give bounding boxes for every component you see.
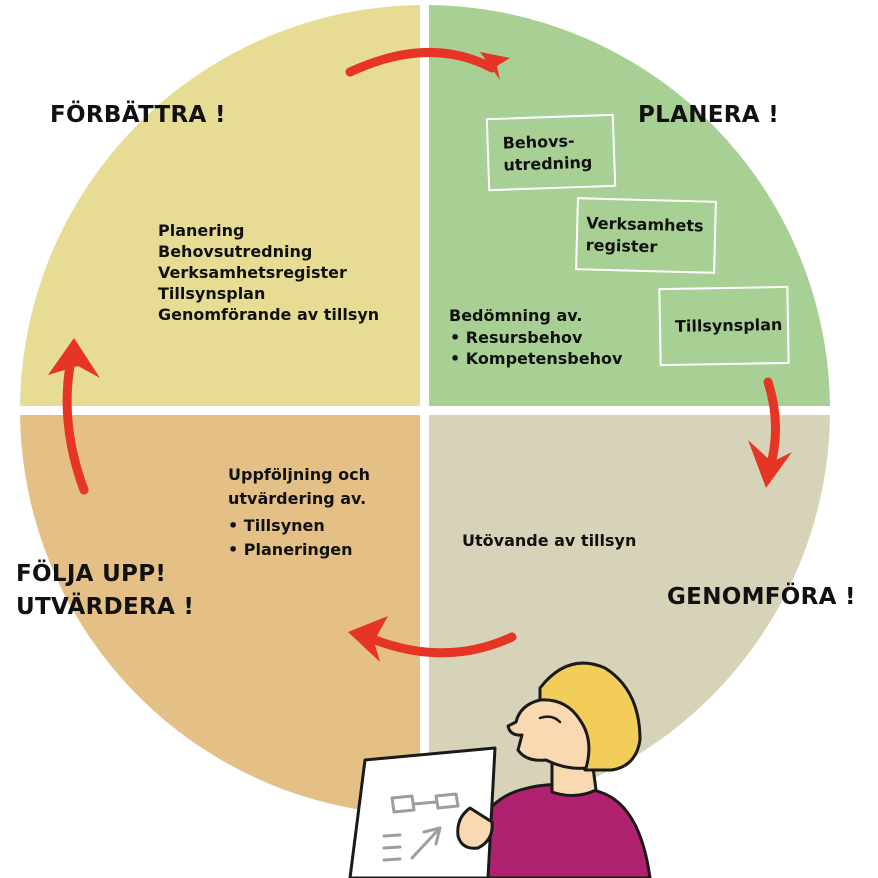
list-item: Tillsynen	[228, 514, 353, 538]
arrow-right-icon	[748, 377, 792, 488]
folja-upp-title-1: FÖLJA UPP!	[16, 561, 167, 587]
genomfora-text: Utövande av tillsyn	[462, 531, 637, 550]
arrow-bottom-icon	[348, 616, 517, 662]
divider-vertical	[420, 5, 429, 815]
box-verksamhetsregister: Verksamhets register	[575, 197, 717, 274]
quadrant-forbattra	[20, 5, 425, 410]
planera-assessment-list: Resursbehov Kompetensbehov	[450, 327, 623, 369]
folja-upp-title-2: UTVÄRDERA !	[16, 594, 195, 620]
forbattra-title: FÖRBÄTTRA !	[50, 102, 226, 128]
folja-upp-heading-2: utvärdering av.	[228, 489, 367, 508]
divider-horizontal	[20, 406, 830, 415]
planera-assessment-heading: Bedömning av.	[449, 306, 583, 325]
forbattra-list: Planering Behovsutredning Verksamhetsreg…	[158, 220, 379, 325]
list-item: Resursbehov	[450, 327, 622, 348]
planera-title: PLANERA !	[638, 102, 779, 128]
list-item: Kompetensbehov	[450, 348, 623, 369]
list-item: Genomförande av tillsyn	[158, 305, 380, 324]
arrow-top-icon	[345, 47, 510, 80]
list-item: Tillsynsplan	[158, 284, 266, 303]
box-behovsutredning: Behovs- utredning	[485, 113, 617, 192]
person-with-clipboard-illustration	[348, 661, 652, 878]
folja-upp-list: Tillsynen Planeringen	[228, 514, 353, 562]
list-item: Behovsutredning	[158, 242, 313, 261]
genomfora-title: GENOMFÖRA !	[667, 584, 856, 610]
folja-upp-heading-1: Uppföljning och	[228, 465, 370, 484]
list-item: Verksamhetsregister	[158, 263, 347, 282]
list-item: Planeringen	[228, 538, 353, 562]
box-tillsynsplan: Tillsynsplan	[658, 285, 790, 367]
arrow-left-icon	[48, 338, 100, 495]
list-item: Planering	[158, 221, 245, 240]
